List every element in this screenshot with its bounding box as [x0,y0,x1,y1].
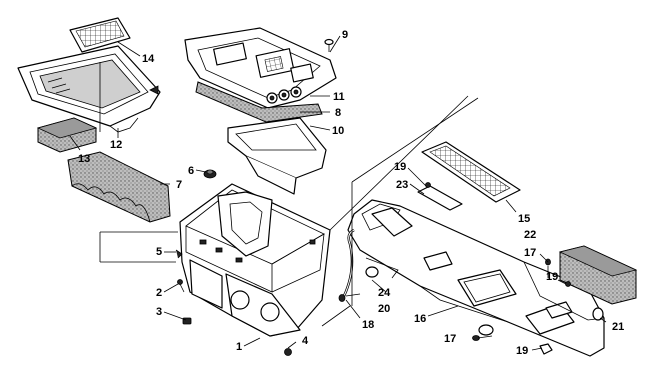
part-15-grille-frame [421,141,521,203]
callout-22: 22 [524,229,536,241]
callout-15: 15 [518,213,530,225]
callout-14: 14 [142,53,155,65]
part-7-foam-strip [67,151,171,223]
part-9-screw [324,38,334,52]
callout-13: 13 [78,153,90,165]
part-18-fastener [338,294,346,302]
callout-23: 23 [396,179,408,191]
callout-9: 9 [342,29,348,41]
part-22-foam-block [558,245,638,305]
callout-2: 2 [156,287,162,299]
part-19-nut-lower [539,343,553,355]
callout-1: 1 [236,341,242,353]
part-23-bracket [417,182,463,211]
callout-21: 21 [612,321,624,333]
callout-18: 18 [362,319,374,331]
callout-24: 24 [378,287,391,299]
part-16-right-console [347,199,605,357]
callout-16: 16 [414,313,426,325]
part-3-fastener [182,317,192,325]
assembly-guide-lines [99,95,479,327]
part-1-console-box [179,183,331,337]
part-24-grommet [365,257,399,279]
callout-8: 8 [335,107,341,119]
callout-labels: 1 2 3 4 5 6 7 8 9 10 11 12 13 14 15 16 1… [78,29,624,357]
callout-19-lower: 19 [516,345,528,357]
part-8-foam-pad [195,81,323,123]
part-10-duct-cover [227,117,327,195]
part-21-cap [592,307,604,321]
part-4-fastener [284,348,292,356]
part-13-foam-block [36,117,98,153]
callout-12: 12 [110,139,122,151]
part-5-clip [175,249,183,259]
callout-17-lower: 17 [444,333,456,345]
leader-lines [69,35,607,351]
part-12-bezel-cover [17,45,161,133]
callout-10: 10 [332,125,344,137]
part-19-nut-mid [565,281,571,287]
part-11-mounting-tray [184,27,337,109]
part-6-grommet [203,169,217,179]
part-20-cable [342,228,355,297]
callout-4: 4 [302,335,309,347]
callout-5: 5 [156,246,162,258]
callout-3: 3 [156,306,162,318]
callout-19-mid: 19 [546,271,558,283]
callout-11: 11 [333,91,345,103]
part-2-fastener [177,279,185,293]
callout-20: 20 [378,303,390,315]
part-14-vent-grille [69,17,131,53]
callout-7: 7 [176,179,182,191]
callout-6: 6 [188,165,194,177]
callout-17-upper: 17 [524,247,536,259]
callout-19-top: 19 [394,161,406,173]
